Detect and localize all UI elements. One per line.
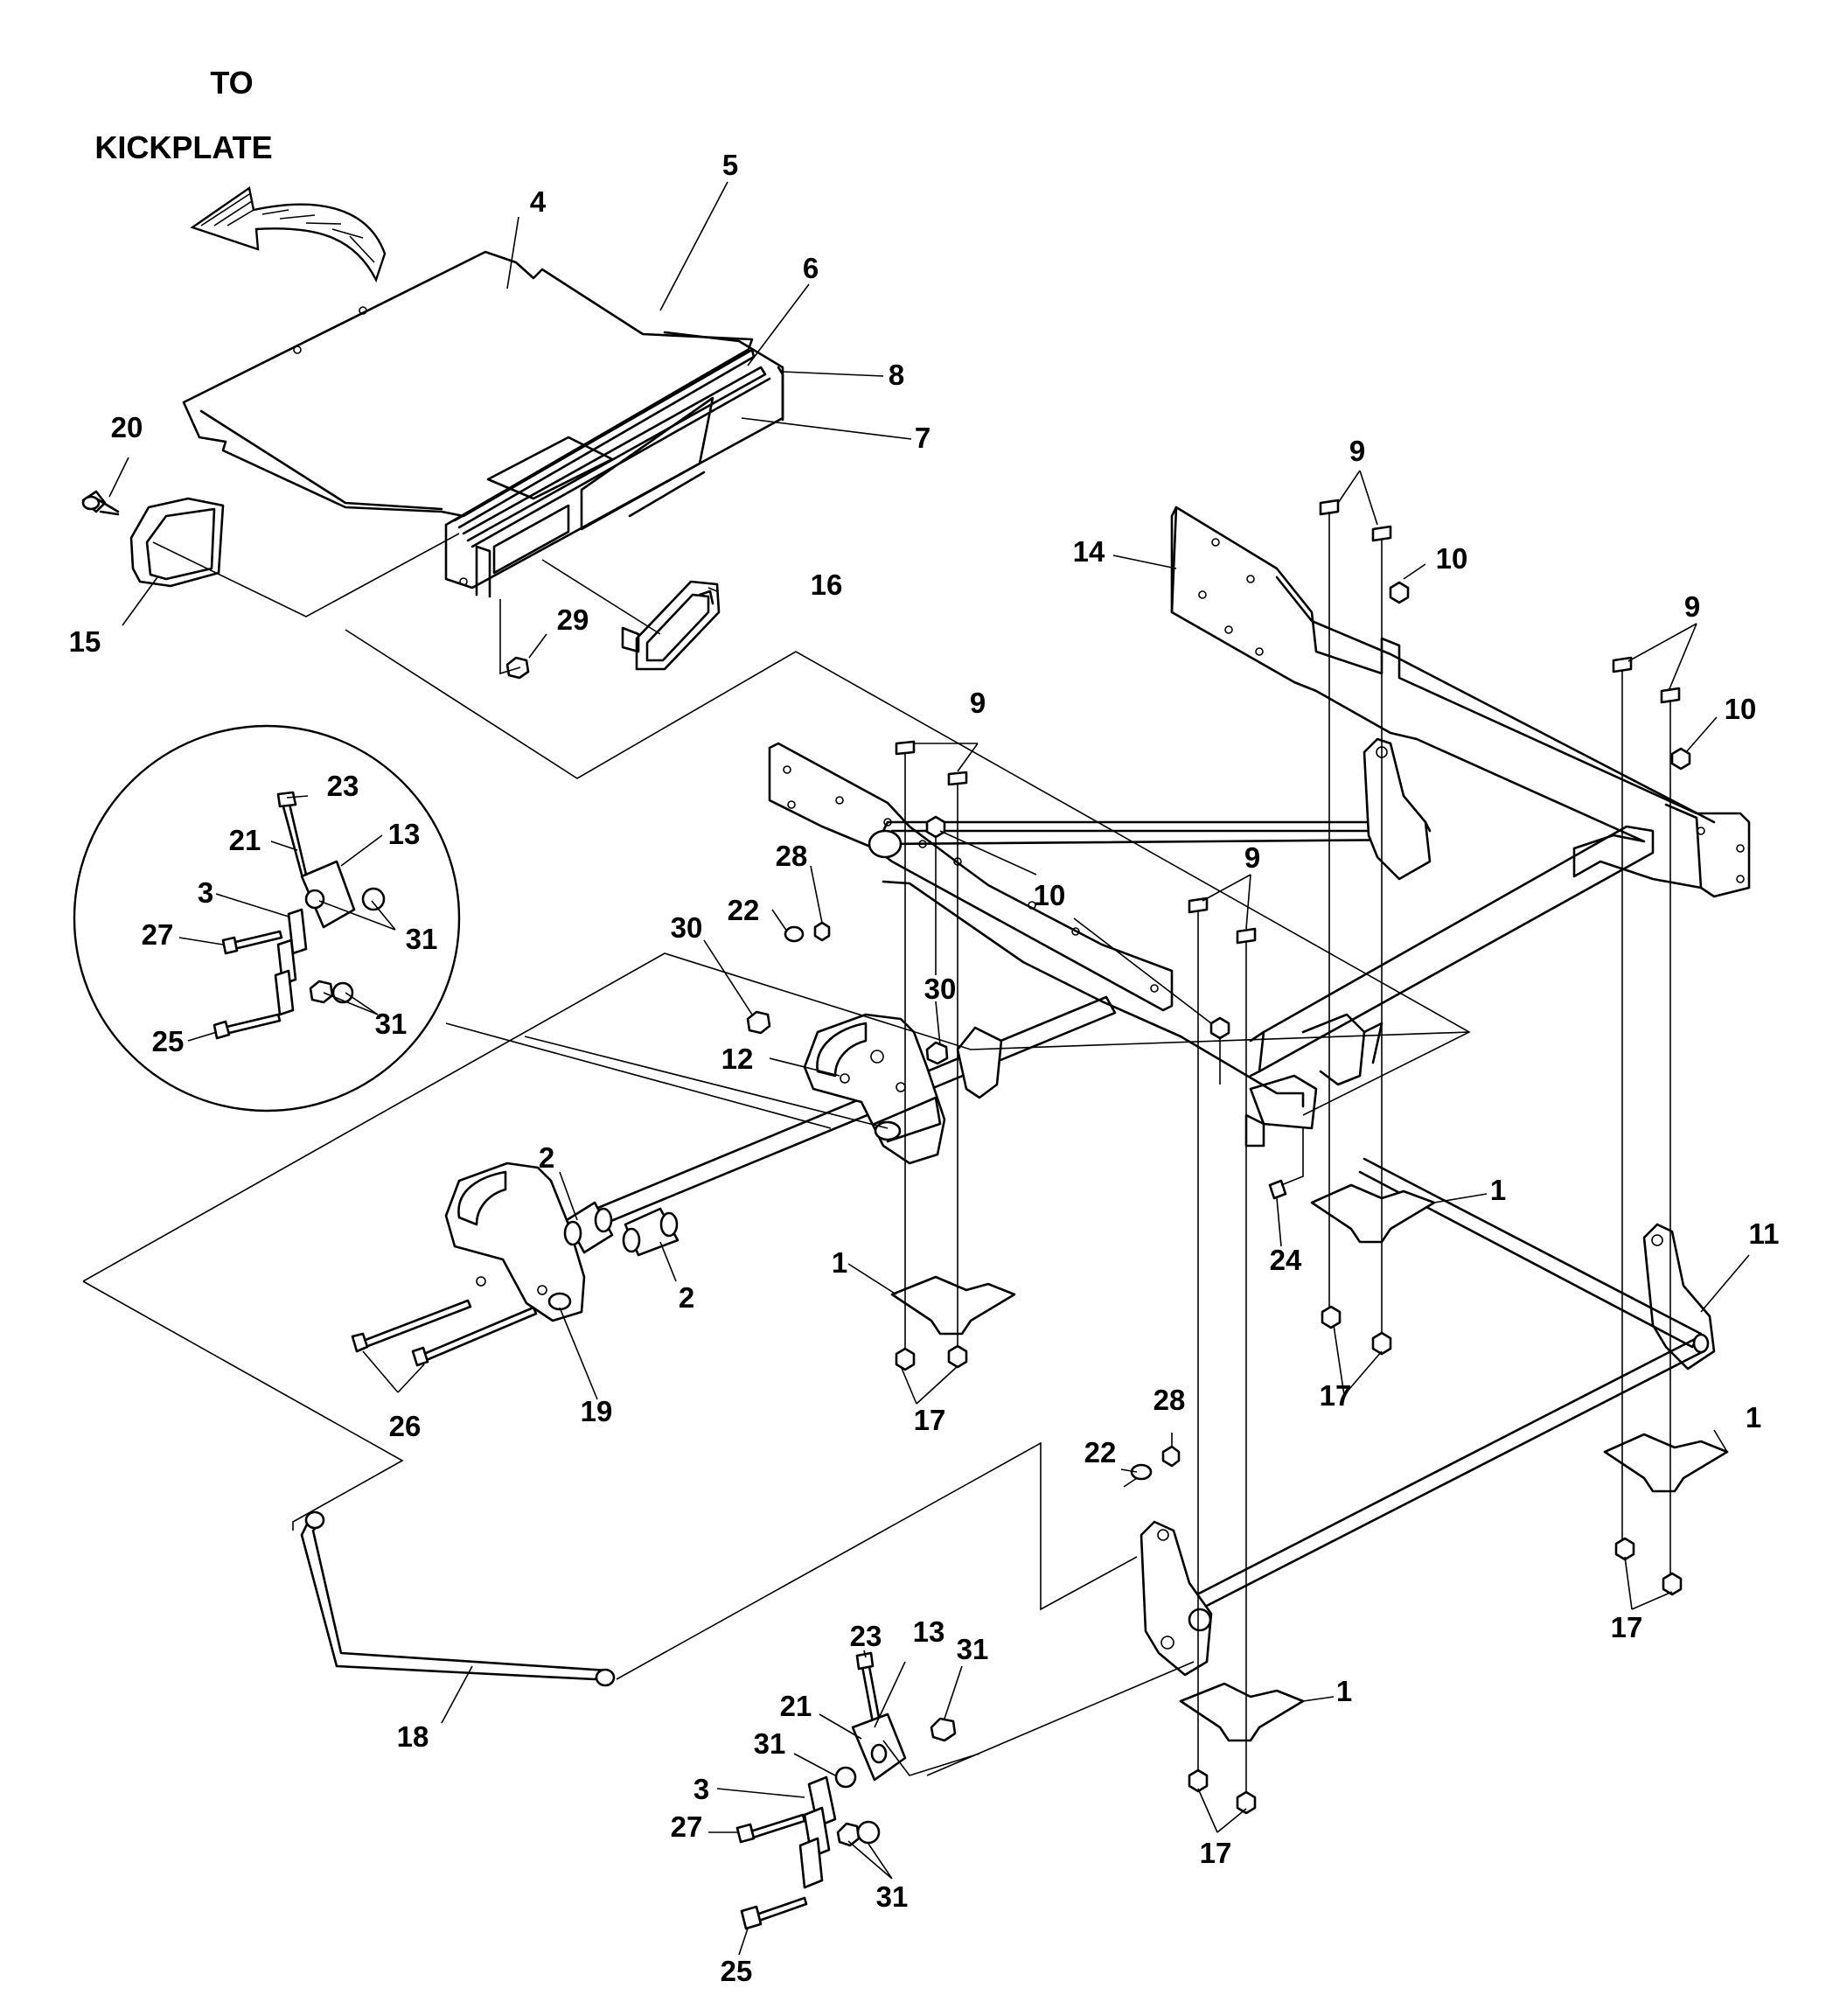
callout-8: 8 — [889, 359, 904, 391]
callout-23-b: 23 — [850, 1620, 882, 1652]
bracket-near-30 — [925, 1026, 1003, 1099]
callout-31-c: 31 — [957, 1633, 989, 1665]
bolts-9-and-nuts-17 — [746, 499, 1691, 1815]
callout-13-a: 13 — [388, 818, 421, 850]
callout-11: 11 — [1749, 1217, 1780, 1250]
callout-7: 7 — [915, 422, 930, 454]
callout-9-d: 9 — [1244, 841, 1260, 874]
callout-28-a: 28 — [776, 840, 808, 872]
callout-28-b: 28 — [1153, 1384, 1186, 1416]
callout-21-a: 21 — [229, 824, 261, 856]
callout-31-b: 31 — [375, 1008, 408, 1040]
callout-16: 16 — [811, 569, 843, 601]
callout-2-a: 2 — [539, 1141, 554, 1174]
bracket-1c — [1603, 1433, 1729, 1493]
tube-2a — [563, 1201, 614, 1254]
callout-3-b: 3 — [693, 1773, 709, 1805]
callout-17-d: 17 — [1200, 1837, 1232, 1869]
rod-18 — [82, 952, 1470, 1776]
callout-3-a: 3 — [198, 876, 213, 909]
bracket-1a — [890, 1275, 1016, 1336]
detail-inset — [73, 724, 461, 1113]
callout-13-b: 13 — [913, 1615, 945, 1648]
callout-18: 18 — [397, 1720, 429, 1753]
callout-20: 20 — [111, 411, 143, 443]
callout-31-e: 31 — [876, 1880, 909, 1913]
callout-31-a: 31 — [406, 923, 438, 955]
callout-21-b: 21 — [780, 1690, 812, 1722]
callout-29: 29 — [557, 603, 589, 636]
link-11 — [1358, 1157, 1716, 1371]
callout-4: 4 — [530, 185, 547, 218]
callout-labels: 4 5 6 8 7 20 15 16 29 9 14 10 9 10 9 10 … — [69, 149, 1780, 1987]
link-upper — [1363, 737, 1432, 881]
callout-27-a: 27 — [142, 918, 174, 951]
knob-20 — [81, 490, 120, 516]
top-cross-bar — [868, 820, 1432, 859]
frame-front — [768, 742, 1655, 1148]
callout-30-b: 30 — [924, 973, 957, 1005]
chain-assembly-lower — [735, 1651, 980, 1930]
callout-14: 14 — [1073, 535, 1105, 568]
callout-leaders — [108, 181, 1750, 1956]
callout-17-c: 17 — [1611, 1611, 1643, 1643]
callout-10-a: 10 — [1436, 542, 1468, 575]
bolts-26 — [351, 1299, 538, 1367]
header-to: TO — [210, 65, 253, 101]
header-kickplate: KICKPLATE — [94, 129, 272, 165]
callout-5: 5 — [722, 149, 738, 181]
bracket-16 — [621, 580, 721, 671]
callout-1-d: 1 — [1336, 1675, 1352, 1707]
callout-22-b: 22 — [1084, 1436, 1117, 1468]
callout-1-a: 1 — [832, 1246, 847, 1279]
callout-25-a: 25 — [152, 1025, 185, 1057]
callout-22-a: 22 — [728, 894, 760, 926]
callout-31-d: 31 — [754, 1727, 786, 1760]
bracket-1d — [1179, 1682, 1305, 1742]
link-lower — [1140, 1520, 1213, 1677]
callout-10-b: 10 — [1725, 693, 1757, 725]
bracket-1b — [1310, 1183, 1436, 1244]
callout-1-c: 1 — [1746, 1401, 1761, 1434]
plate-19 — [444, 1161, 586, 1322]
callout-26: 26 — [389, 1410, 422, 1442]
callout-9-c: 9 — [970, 687, 986, 719]
callout-19: 19 — [581, 1395, 613, 1427]
callout-10-c: 10 — [1034, 879, 1066, 911]
callout-30-a: 30 — [671, 911, 703, 944]
callout-17-b: 17 — [1320, 1379, 1352, 1412]
cushion-15 — [129, 497, 225, 588]
explosion-lines-upper — [152, 533, 1471, 1116]
callout-1-b: 1 — [1490, 1174, 1506, 1206]
callout-17-a: 17 — [914, 1404, 946, 1436]
callout-24: 24 — [1270, 1244, 1302, 1276]
curved-arrow-icon — [190, 185, 387, 283]
callout-2-b: 2 — [679, 1281, 694, 1314]
frame-14 — [1170, 506, 1751, 898]
callout-25-b: 25 — [721, 1955, 753, 1987]
callout-15: 15 — [69, 625, 101, 658]
long-shaft — [1192, 1333, 1710, 1611]
callout-23-a: 23 — [327, 770, 359, 802]
callout-6: 6 — [803, 252, 819, 284]
callout-9-a: 9 — [1349, 435, 1365, 467]
plate-12 — [803, 1013, 946, 1165]
callout-9-b: 9 — [1684, 590, 1700, 623]
callout-12: 12 — [721, 1043, 754, 1075]
box-assembly-5-6-7-8 — [444, 331, 784, 598]
callout-27-b: 27 — [671, 1810, 703, 1843]
tube-2b — [622, 1207, 680, 1257]
tray-plate-4 — [182, 250, 754, 518]
